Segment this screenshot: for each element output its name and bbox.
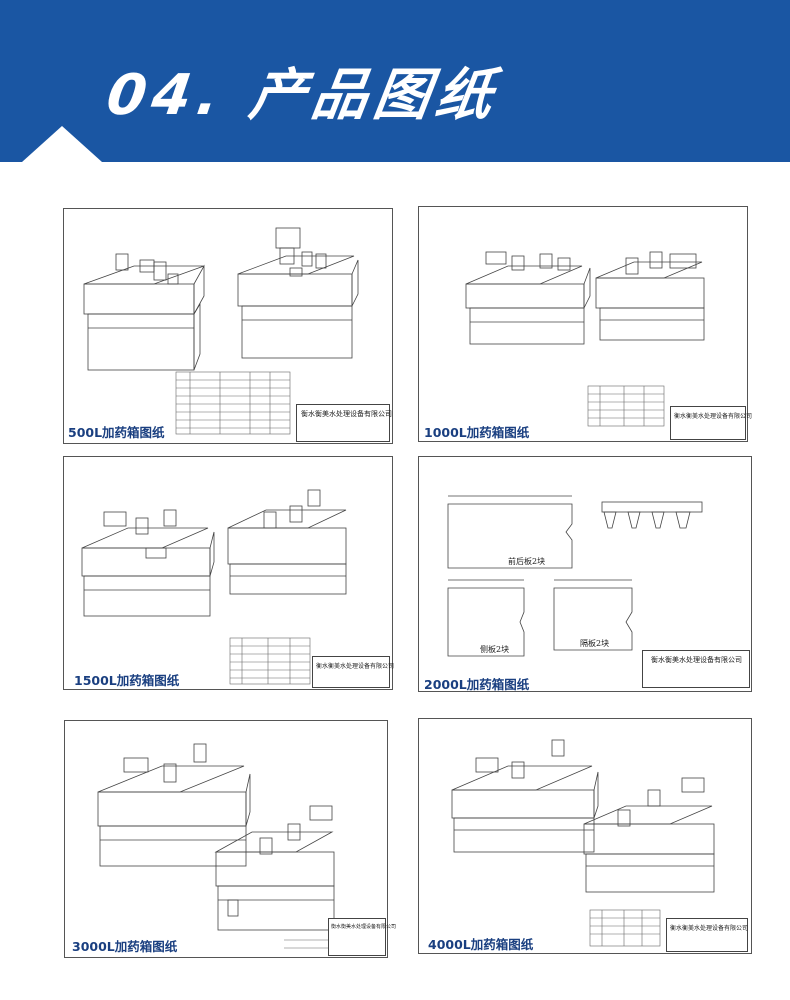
company-name: 衡水衡美水处理设备有限公司 [674, 413, 753, 420]
tank-drawing [83, 227, 359, 435]
header-notch [22, 126, 102, 162]
company-name: 衡水衡美水处理设备有限公司 [670, 925, 749, 932]
title-block: 衡水衡美水处理设备有限公司 [642, 650, 750, 688]
company-name: 衡水衡美水处理设备有限公司 [316, 663, 395, 670]
drawing-frame [63, 456, 393, 690]
drawing-card-500l: 衡水衡美水处理设备有限公司 500L加药箱图纸 [24, 204, 394, 444]
title-block: 衡水衡美水处理设备有限公司 [666, 918, 748, 952]
drawing-card-2000l: 前后板2块 侧板2块 隔板2块 衡水衡美水处理设备有限公司 2000L加药箱图纸 [412, 452, 760, 694]
panel-label-side: 侧板2块 [480, 645, 510, 654]
drawing-frame [64, 720, 388, 958]
drawing-card-4000l: 衡水衡美水处理设备有限公司 4000L加药箱图纸 [412, 714, 760, 958]
title-block: 衡水衡美水处理设备有限公司 [296, 404, 392, 442]
company-name: 衡水衡美水处理设备有限公司 [301, 410, 392, 418]
section-title: 04. 产品图纸 [102, 63, 503, 128]
title-block: 衡水衡美水处理设备有限公司 [328, 918, 396, 956]
drawing-label: 1000L加药箱图纸 [424, 425, 530, 440]
drawing-frame [418, 456, 752, 692]
drawing-frame [418, 718, 752, 954]
title-block: 衡水衡美水处理设备有限公司 [670, 406, 752, 440]
company-name: 衡水衡美水处理设备有限公司 [651, 656, 742, 664]
drawing-label: 3000L加药箱图纸 [72, 939, 178, 954]
drawing-label: 500L加药箱图纸 [68, 425, 165, 440]
drawing-frame [418, 206, 748, 442]
panel-label-front: 前后板2块 [508, 557, 546, 566]
tank-drawing [97, 743, 384, 949]
drawing-card-3000l: 衡水衡美水处理设备有限公司 3000L加药箱图纸 [60, 720, 396, 960]
panel-label-partition: 隔板2块 [580, 639, 610, 648]
header-banner: 04. 产品图纸 [0, 0, 790, 162]
drawing-frame [63, 208, 393, 444]
title-block: 衡水衡美水处理设备有限公司 [312, 656, 394, 688]
tank-drawing [451, 739, 715, 947]
drawing-label: 1500L加药箱图纸 [74, 673, 180, 688]
drawing-card-1500l: 衡水衡美水处理设备有限公司 1500L加药箱图纸 [24, 452, 394, 692]
tank-drawing [465, 251, 705, 427]
drawing-card-1000l: 衡水衡美水处理设备有限公司 1000L加药箱图纸 [412, 200, 760, 444]
drawing-label: 4000L加药箱图纸 [428, 937, 534, 952]
company-name: 衡水衡美水处理设备有限公司 [331, 924, 397, 930]
drawing-label: 2000L加药箱图纸 [424, 677, 530, 692]
tank-drawing [81, 489, 347, 685]
